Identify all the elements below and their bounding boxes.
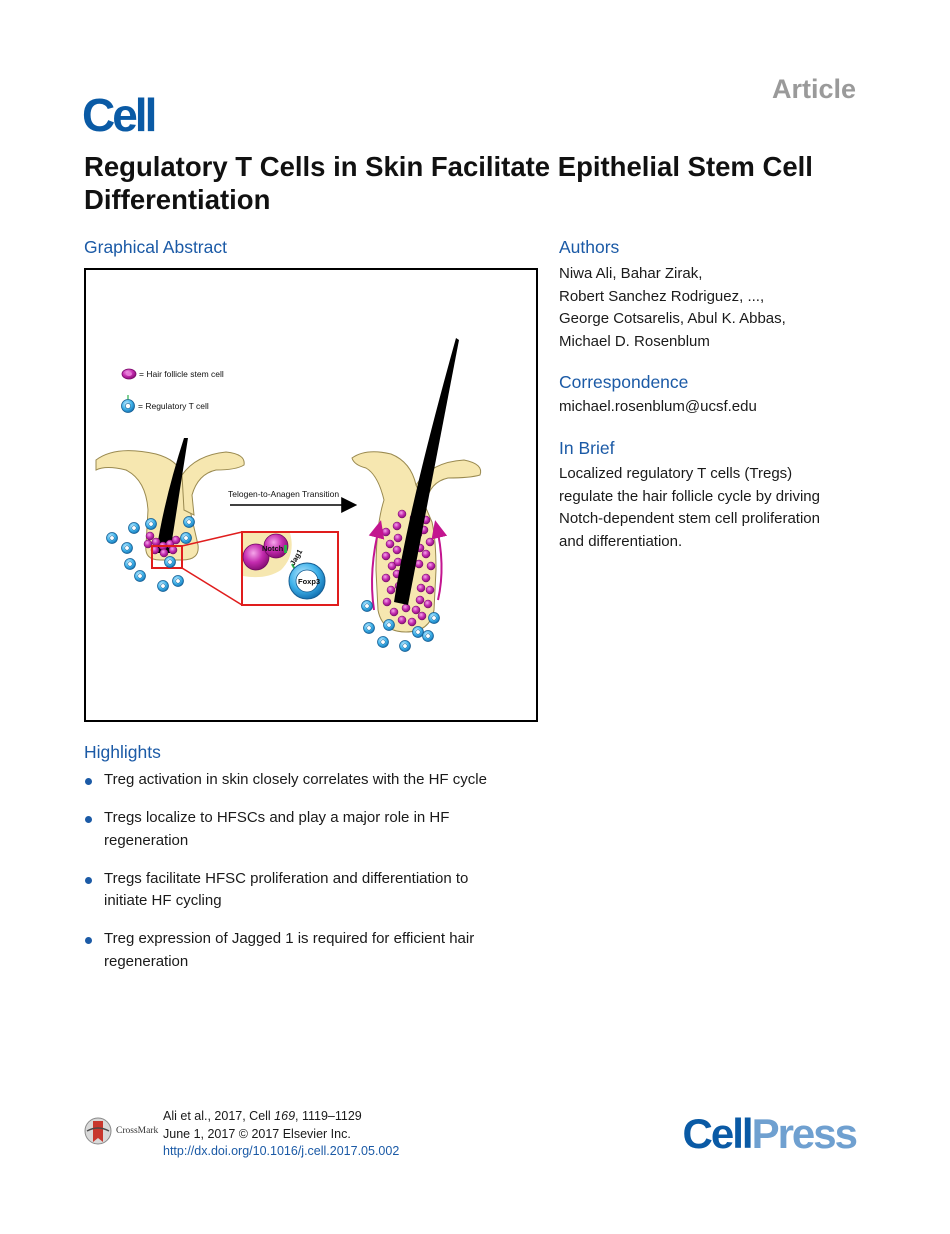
legend-stem-cell-label: = Hair follicle stem cell <box>139 369 224 379</box>
legend-treg-label: = Regulatory T cell <box>138 401 209 411</box>
notch-jag1-callout <box>181 531 339 606</box>
cell-journal-logo: Cell <box>82 89 157 141</box>
bullet-icon <box>85 778 92 785</box>
notch-label: Notch <box>262 544 284 553</box>
highlights-list: Treg activation in skin closely correlat… <box>84 769 544 989</box>
in-brief-line: Notch-dependent stem cell proliferation <box>559 510 820 527</box>
bullet-icon <box>85 937 92 944</box>
bullet-icon <box>85 876 92 884</box>
foxp3-label: Foxp3 <box>298 577 320 586</box>
highlight-item: Treg activation in skin closely correlat… <box>84 769 544 792</box>
author-line: George Cotsarelis, Abul K. Abbas, <box>559 310 786 327</box>
graphical-abstract-figure: = Hair follicle stem cell = Regulatory T… <box>84 268 538 722</box>
article-title: Regulatory T Cells in Skin Facilitate Ep… <box>84 151 813 215</box>
author-line: Michael D. Rosenblum <box>559 332 710 350</box>
authors-list: Niwa Ali, Bahar Zirak, Robert Sanchez Ro… <box>559 263 786 353</box>
highlight-item: Treg expression of Jagged 1 is required … <box>84 928 544 973</box>
highlight-item: Tregs facilitate HFSC proliferation and … <box>84 868 544 913</box>
highlight-item: Tregs localize to HFSCs and play a major… <box>84 807 544 852</box>
citation-block: Ali et al., 2017, Cell 169, 1119–1129 Ju… <box>163 1108 399 1161</box>
in-brief-heading: In Brief <box>559 438 615 458</box>
crossmark-icon[interactable] <box>84 1116 112 1146</box>
doi-link[interactable]: http://dx.doi.org/10.1016/j.cell.2017.05… <box>163 1144 400 1158</box>
in-brief-line: and differentiation. <box>559 532 683 550</box>
date-line: June 1, 2017 © 2017 Elsevier Inc. <box>163 1126 351 1141</box>
in-brief-line: Localized regulatory T cells (Tregs) <box>559 465 793 482</box>
correspondence-heading: Correspondence <box>559 372 689 392</box>
author-line: Niwa Ali, Bahar Zirak, <box>559 265 703 282</box>
article-label: Article <box>771 74 856 104</box>
anagen-follicle <box>351 338 482 633</box>
legend-stem-cell-icon <box>121 368 137 380</box>
correspondence-email[interactable]: michael.rosenblum@ucsf.edu <box>559 398 757 415</box>
in-brief-text: Localized regulatory T cells (Tregs) reg… <box>559 463 820 553</box>
in-brief-line: regulate the hair follicle cycle by driv… <box>559 487 820 505</box>
bullet-icon <box>85 816 92 823</box>
transition-label: Telogen-to-Anagen Transition <box>228 489 339 499</box>
author-line: Robert Sanchez Rodriguez, ..., <box>559 287 765 305</box>
crossmark-label: CrossMark <box>116 1126 159 1136</box>
telogen-follicle <box>95 438 245 569</box>
authors-heading: Authors <box>559 237 620 257</box>
highlights-heading: Highlights <box>84 742 161 762</box>
citation-line: Ali et al., 2017, Cell 169, 1119–1129 <box>163 1109 362 1123</box>
graphical-abstract-heading: Graphical Abstract <box>84 237 227 257</box>
legend-treg-icon <box>121 395 135 413</box>
cellpress-logo: CellPress <box>682 1110 858 1157</box>
